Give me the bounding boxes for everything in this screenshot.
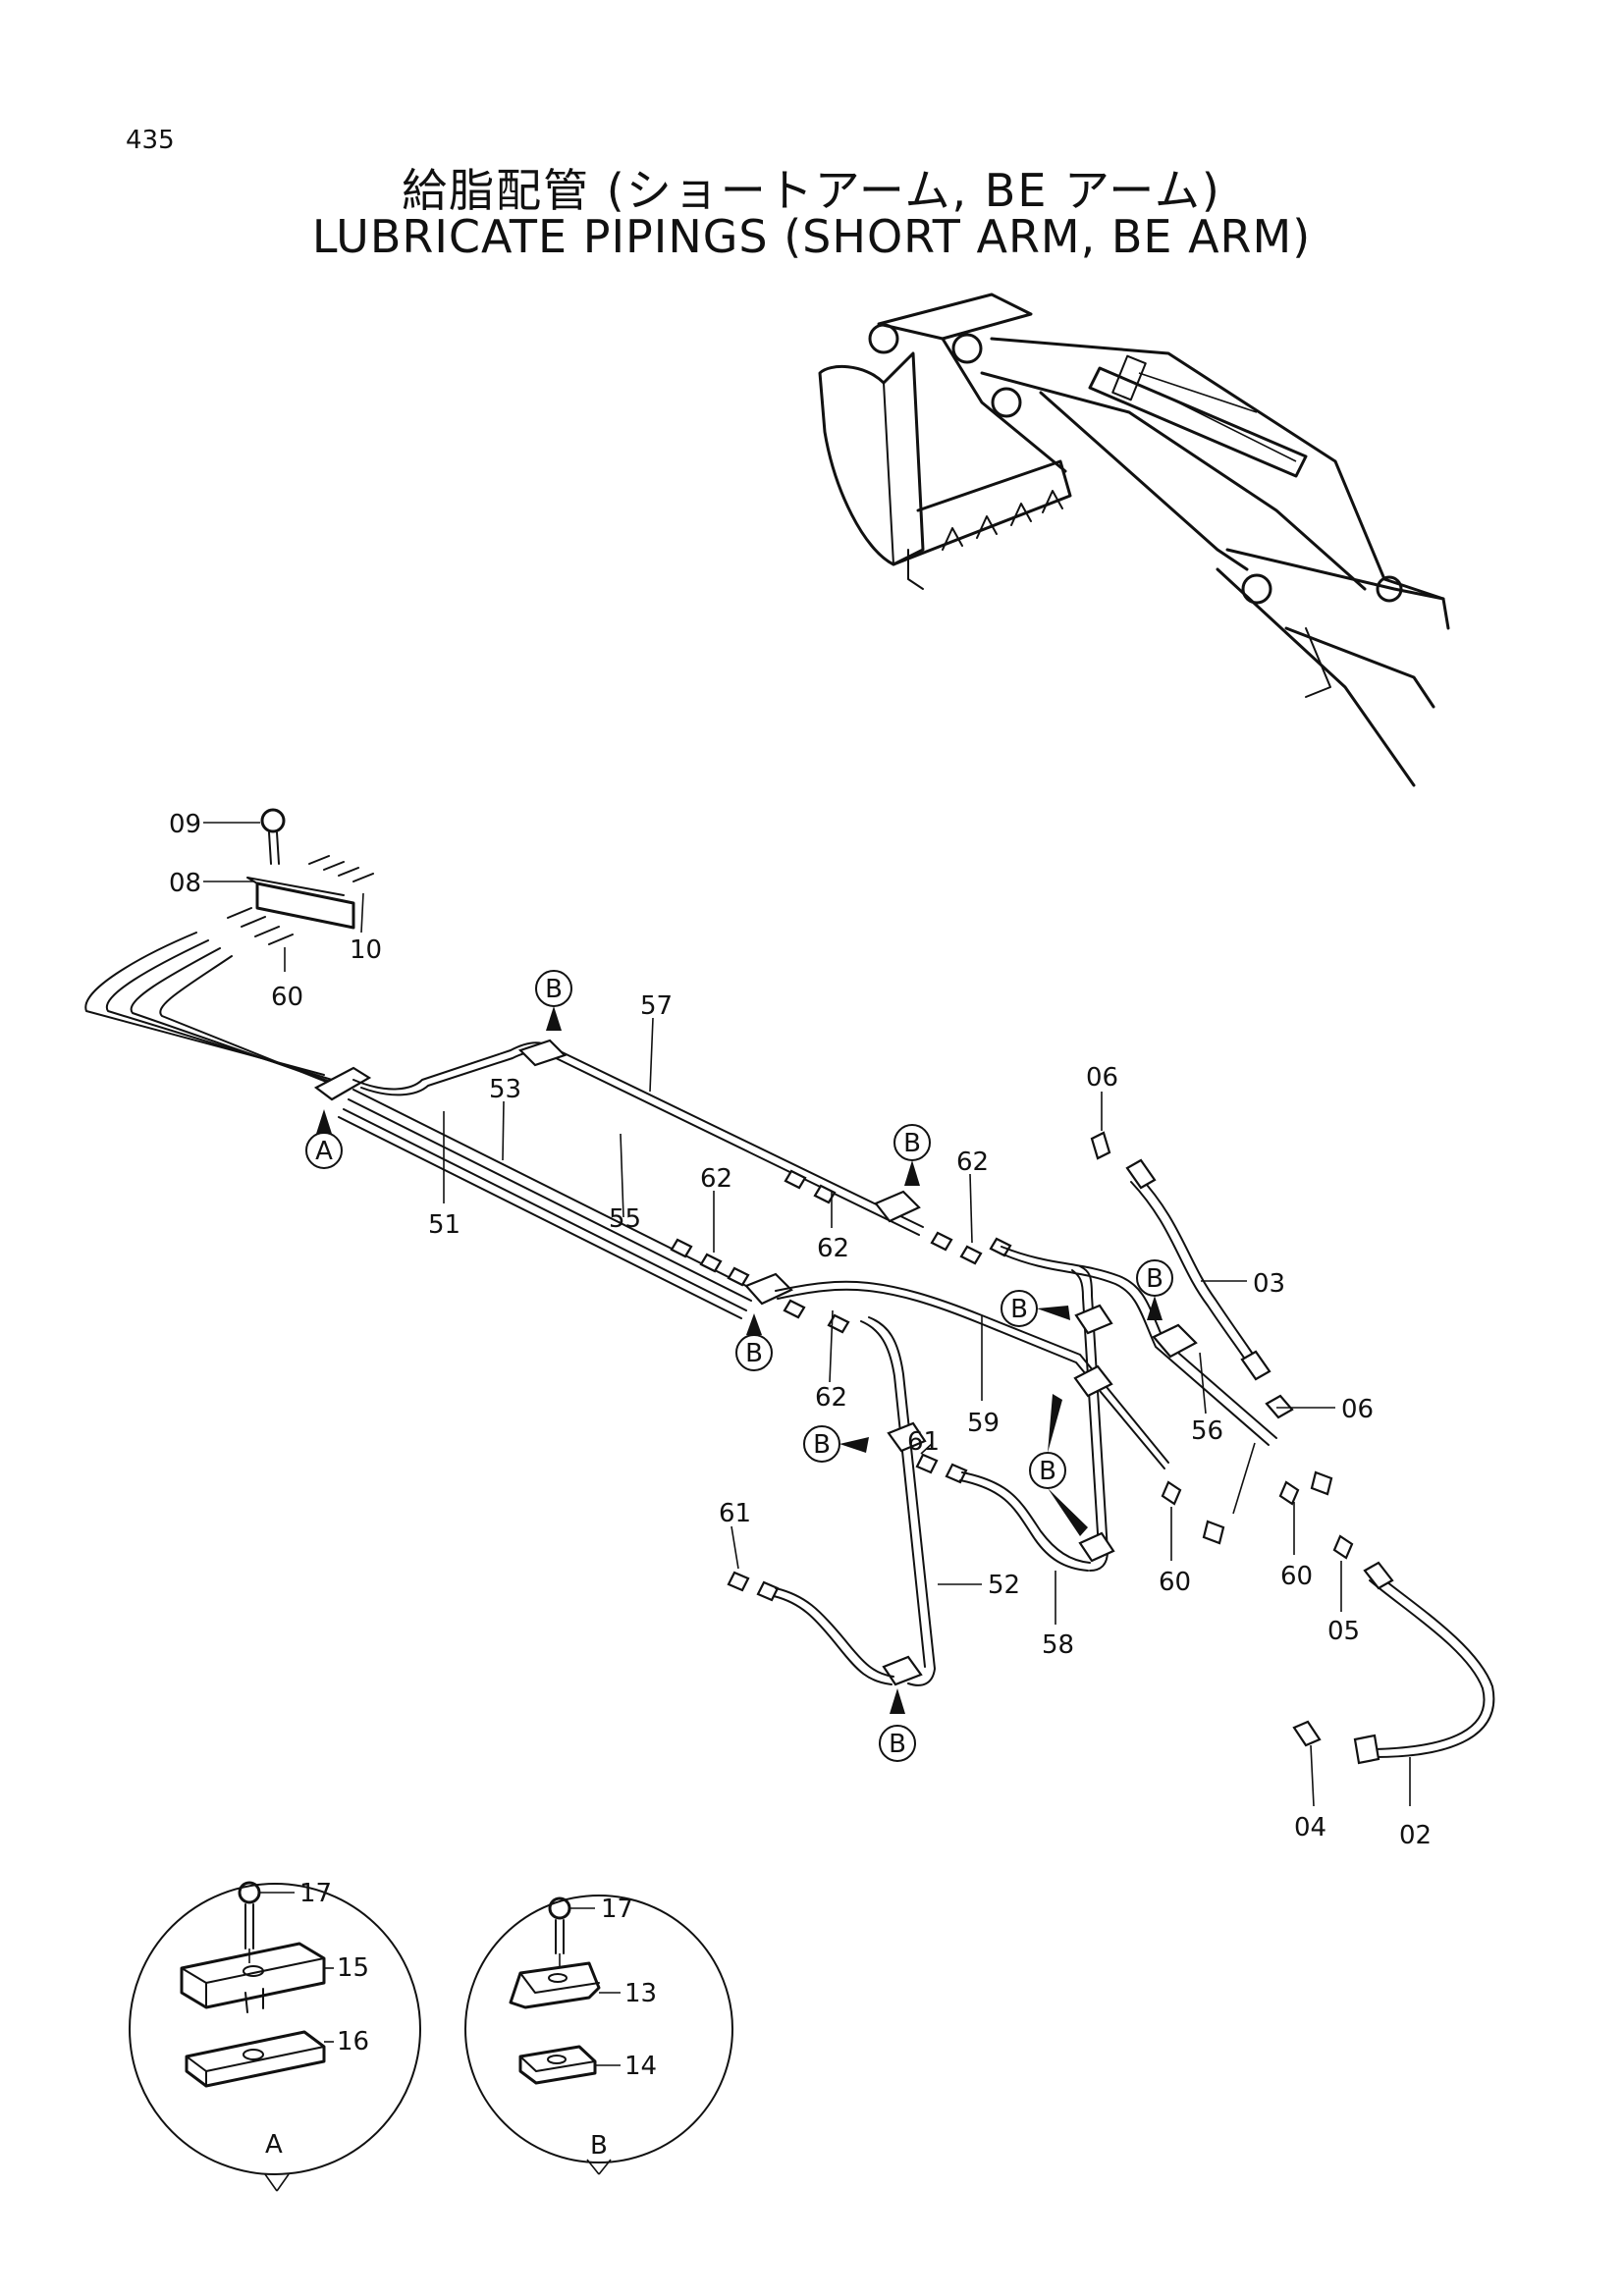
bubble-b: B (1029, 1394, 1088, 1536)
callout-62: 62 (700, 1164, 732, 1194)
callout-51: 51 (428, 1210, 460, 1240)
callout-14: 14 (624, 2052, 657, 2081)
svg-text:B: B (1146, 1264, 1163, 1294)
callout-08: 08 (169, 869, 201, 898)
callout-17: 17 (601, 1895, 633, 1924)
callout-09: 09 (169, 810, 201, 839)
bubble-b: B (535, 970, 572, 1031)
callout-10: 10 (350, 935, 382, 965)
bubble-b: B (893, 1124, 931, 1186)
callout-06: 06 (1341, 1395, 1374, 1424)
leader-lines (203, 822, 1411, 1807)
callout-62: 62 (815, 1383, 847, 1413)
callout-15: 15 (337, 1953, 369, 1983)
callout-59: 59 (967, 1409, 1000, 1438)
title-japanese: 給脂配管 (ショートアーム, BE アーム) (402, 164, 1221, 217)
svg-text:B: B (1010, 1295, 1028, 1324)
bubble-b: B (803, 1425, 869, 1463)
svg-text:B: B (813, 1430, 831, 1460)
callout-61: 61 (907, 1427, 940, 1457)
svg-text:A: A (315, 1137, 333, 1166)
callout-62: 62 (956, 1148, 989, 1177)
bubble-b: B (1001, 1290, 1070, 1327)
detail-a: 17 15 16 A (129, 1879, 421, 2192)
arm-bucket-overview (818, 293, 1450, 787)
page-number: 435 (126, 126, 175, 155)
svg-text:B: B (745, 1339, 763, 1368)
detail-b: 17 13 14 B (464, 1895, 733, 2175)
callout-02: 02 (1399, 1821, 1432, 1850)
callout-13: 13 (624, 1979, 657, 2008)
callouts: 09 08 10 60 57 53 55 51 06 62 62 62 03 6… (169, 810, 1432, 1850)
piping-main (84, 808, 1495, 1765)
callout-57: 57 (640, 991, 673, 1021)
callout-62: 62 (817, 1234, 849, 1263)
callout-53: 53 (489, 1075, 521, 1104)
svg-text:B: B (889, 1730, 906, 1759)
detail-label-b: B (590, 2131, 608, 2161)
callout-16: 16 (337, 2027, 369, 2056)
callout-60: 60 (271, 983, 303, 1012)
callout-52: 52 (988, 1571, 1020, 1600)
callout-04: 04 (1294, 1813, 1326, 1842)
svg-text:B: B (1039, 1457, 1056, 1486)
callout-58: 58 (1042, 1630, 1074, 1660)
detail-label-a: A (265, 2130, 283, 2160)
callout-17: 17 (299, 1879, 332, 1908)
callout-03: 03 (1253, 1269, 1285, 1299)
view-bubbles: A B B B B B B (305, 970, 1173, 1762)
bubble-b: B (1136, 1259, 1173, 1320)
callout-06: 06 (1086, 1063, 1118, 1093)
callout-55: 55 (609, 1204, 641, 1234)
svg-text:B: B (903, 1129, 921, 1158)
title-english: LUBRICATE PIPINGS (SHORT ARM, BE ARM) (311, 210, 1312, 263)
callout-61: 61 (719, 1499, 751, 1528)
callout-56: 56 (1191, 1416, 1223, 1446)
bubble-a: A (305, 1109, 343, 1169)
callout-05: 05 (1327, 1617, 1360, 1646)
bubble-b: B (735, 1313, 773, 1371)
bubble-b: B (879, 1688, 916, 1762)
svg-text:B: B (545, 975, 563, 1004)
callout-60: 60 (1280, 1562, 1313, 1591)
callout-60: 60 (1159, 1568, 1191, 1597)
